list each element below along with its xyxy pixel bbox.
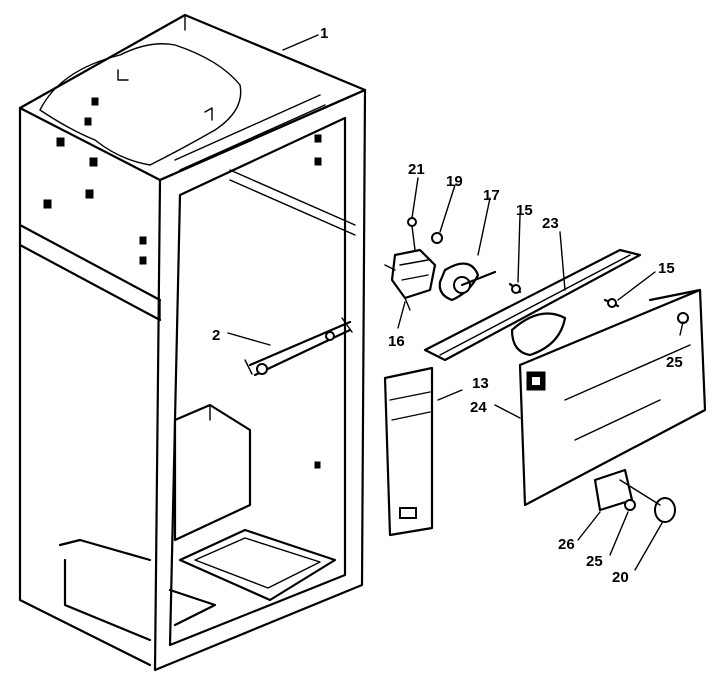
callout-15a: 15 — [516, 202, 533, 219]
callout-24: 24 — [470, 399, 487, 416]
callout-13: 13 — [472, 375, 489, 392]
knob-and-screw — [619, 479, 676, 523]
evaporator-cover — [518, 288, 707, 512]
duct-cover — [383, 366, 434, 537]
fan-motor-assembly — [384, 217, 497, 311]
callout-16: 16 — [388, 333, 405, 350]
callout-26: 26 — [558, 536, 575, 553]
callout-23: 23 — [542, 215, 559, 232]
callout-20: 20 — [612, 569, 629, 586]
callout-17: 17 — [483, 187, 500, 204]
screws-15 — [508, 282, 620, 308]
callout-21: 21 — [408, 161, 425, 178]
callout-15b: 15 — [658, 260, 675, 277]
callout-25b: 25 — [586, 553, 603, 570]
callout-25a: 25 — [666, 354, 683, 371]
callout-labels: 1 2 21 19 17 15 23 15 16 25 13 24 26 25 … — [212, 25, 683, 586]
leader-lines — [227, 34, 684, 571]
callout-2: 2 — [212, 327, 220, 344]
callout-1: 1 — [320, 25, 328, 42]
liner-cabinet — [18, 13, 367, 672]
callout-19: 19 — [446, 173, 463, 190]
rail-seal — [423, 248, 642, 362]
rod-bracket — [244, 317, 353, 377]
